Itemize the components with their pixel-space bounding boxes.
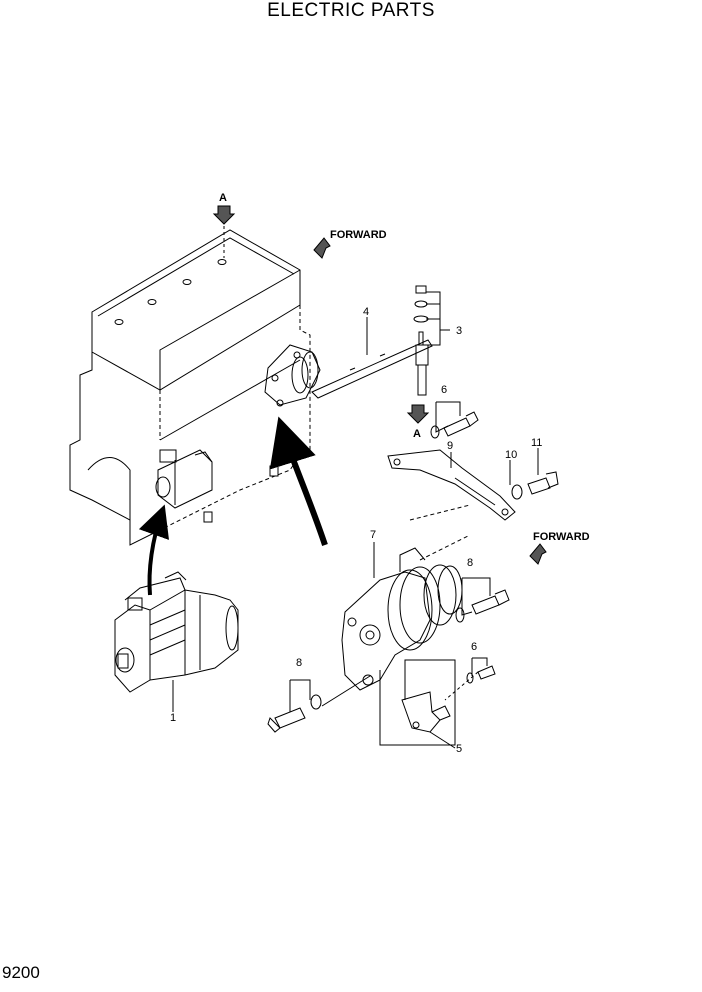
starter-motor [114, 571, 239, 693]
engine-block-outline [69, 229, 311, 546]
bolt-11 [527, 471, 559, 495]
forward-label-top: FORWARD [330, 229, 387, 241]
callout-3: 3 [456, 325, 462, 337]
adjusting-bracket [387, 449, 516, 521]
callout-6-top: 6 [441, 384, 447, 396]
callout-11: 11 [531, 437, 542, 449]
callout-1: 1 [170, 712, 176, 724]
callout-7: 7 [370, 529, 376, 541]
callout-10: 10 [505, 449, 517, 461]
alternator-strap-bracket [311, 339, 433, 399]
cover-bolt-holes [114, 259, 227, 325]
page-title: ELECTRIC PARTS [267, 0, 435, 21]
starter-install-arrow [138, 504, 170, 596]
forward-arrow-top [313, 237, 331, 259]
glow-plug-assembly [413, 285, 450, 396]
bolt-6-top [430, 401, 479, 439]
forward-label-right: FORWARD [533, 531, 590, 543]
view-a-arrow-top [212, 205, 236, 225]
view-a-label-bottom: A [413, 428, 421, 440]
callout-4: 4 [363, 306, 369, 318]
bolt-8-right [455, 577, 510, 623]
bolt-8-left [267, 679, 322, 733]
sensor-bracket [401, 691, 451, 733]
washer-10 [511, 484, 523, 500]
callout-9: 9 [447, 440, 453, 452]
starter-motor-mounted [155, 449, 213, 509]
page-number: 9200 [2, 963, 40, 982]
view-a-arrow-bottom [406, 404, 430, 424]
forward-arrow-right [529, 543, 547, 565]
callout-6-bottom: 6 [471, 641, 477, 653]
bolt-6-bottom [466, 657, 496, 684]
callout-8-right: 8 [467, 557, 473, 569]
view-a-label-top: A [219, 192, 227, 204]
callout-8-left: 8 [296, 657, 302, 669]
alternator [341, 547, 463, 691]
callout-5: 5 [456, 743, 462, 755]
alternator-install-arrow [269, 416, 328, 546]
alternator-mounted [264, 344, 321, 407]
